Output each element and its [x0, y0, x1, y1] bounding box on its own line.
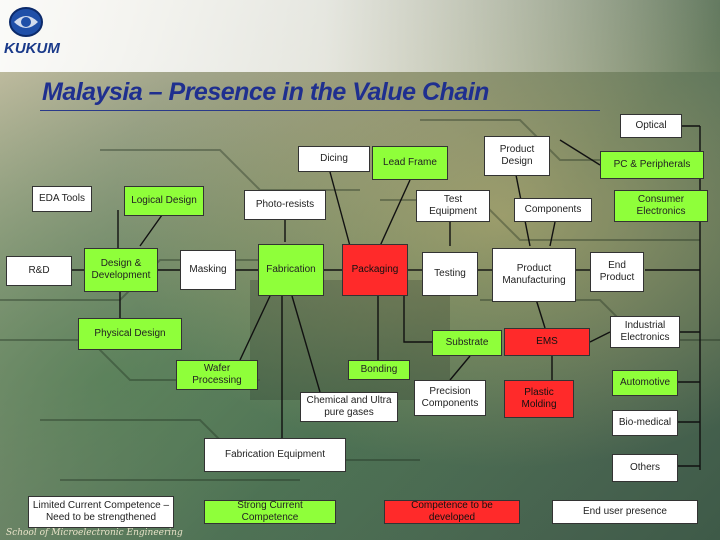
node-plastic-molding: Plastic Molding	[504, 380, 574, 418]
node-rnd: R&D	[6, 256, 72, 286]
node-others: Others	[612, 454, 678, 482]
node-logical-design: Logical Design	[124, 186, 204, 216]
node-product-manufacturing: Product Manufacturing	[492, 248, 576, 302]
node-masking: Masking	[180, 250, 236, 290]
node-chemical-gases: Chemical and Ultra pure gases	[300, 392, 398, 422]
node-components: Components	[514, 198, 592, 222]
title-underline	[40, 110, 600, 111]
node-bonding: Bonding	[348, 360, 410, 380]
node-wafer-processing: Wafer Processing	[176, 360, 258, 390]
node-lead-frame: Lead Frame	[372, 146, 448, 180]
node-design-development: Design & Development	[84, 248, 158, 292]
page-title: Malaysia – Presence in the Value Chain	[42, 78, 489, 106]
node-physical-design: Physical Design	[78, 318, 182, 350]
legend-limited-competence: Limited Current Competence – Need to be …	[28, 496, 174, 528]
node-packaging: Packaging	[342, 244, 408, 296]
footer-text: School of Microelectronic Engineering	[6, 528, 183, 538]
header-band	[0, 0, 720, 72]
node-pc-peripherals: PC & Peripherals	[600, 151, 704, 179]
kukum-logo-icon	[9, 7, 43, 37]
node-ems: EMS	[504, 328, 590, 356]
logo-text: KUKUM	[4, 40, 60, 57]
node-substrate: Substrate	[432, 330, 502, 356]
node-dicing: Dicing	[298, 146, 370, 172]
legend-end-user: End user presence	[552, 500, 698, 524]
node-bio-medical: Bio-medical	[612, 410, 678, 436]
node-automotive: Automotive	[612, 370, 678, 396]
node-industrial-electronics: Industrial Electronics	[610, 316, 680, 348]
node-eda-tools: EDA Tools	[32, 186, 92, 212]
node-consumer-electronics: Consumer Electronics	[614, 190, 708, 222]
node-fabrication-equipment: Fabrication Equipment	[204, 438, 346, 472]
node-precision-components: Precision Components	[414, 380, 486, 416]
node-end-product: End Product	[590, 252, 644, 292]
node-optical: Optical	[620, 114, 682, 138]
node-testing: Testing	[422, 252, 478, 296]
node-photo-resists: Photo-resists	[244, 190, 326, 220]
node-test-equipment: Test Equipment	[416, 190, 490, 222]
legend-to-develop: Competence to be developed	[384, 500, 520, 524]
node-fabrication: Fabrication	[258, 244, 324, 296]
legend-strong-competence: Strong Current Competence	[204, 500, 336, 524]
node-product-design: Product Design	[484, 136, 550, 176]
